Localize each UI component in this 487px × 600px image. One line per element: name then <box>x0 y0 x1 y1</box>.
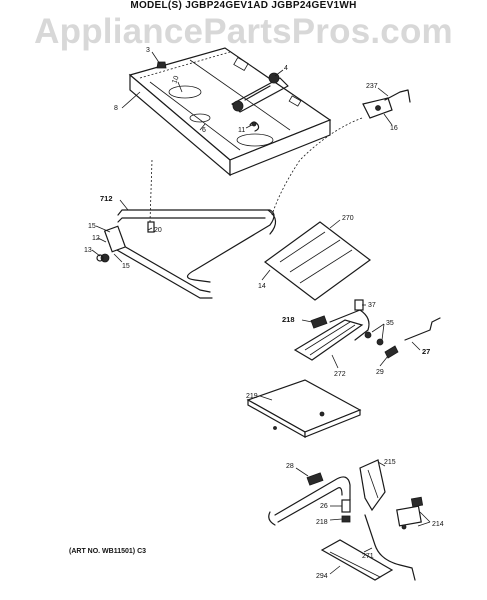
callout-14: 14 <box>258 283 266 290</box>
model-header: MODEL(S) JGBP24GEV1AD JGBP24GEV1WH <box>130 0 357 11</box>
part-271-tube[interactable] <box>364 514 416 581</box>
part-237-lead[interactable] <box>384 89 411 103</box>
part-215-bracket[interactable] <box>359 459 386 512</box>
callout-13: 13 <box>84 247 92 254</box>
callout-3: 3 <box>146 47 150 54</box>
part-35-fittings[interactable] <box>364 331 384 346</box>
callout-218-lower: 218 <box>316 519 328 526</box>
part-27-ignitor[interactable] <box>404 317 441 341</box>
burner-valve-assembly[interactable] <box>231 72 289 113</box>
part-294-drip-tray[interactable] <box>320 539 394 581</box>
callout-218-upper: 218 <box>282 315 295 324</box>
part-3-screw[interactable] <box>156 61 167 69</box>
burner-base-pan[interactable] <box>128 47 332 177</box>
callout-37: 37 <box>368 302 376 309</box>
callout-4: 4 <box>284 65 288 72</box>
art-number: (ART NO. WB11501) C3 <box>69 548 147 555</box>
callout-15-lower: 15 <box>122 263 130 270</box>
callout-11: 11 <box>238 127 245 134</box>
callout-219: 219 <box>246 393 258 400</box>
part-20-orifice[interactable] <box>147 221 155 233</box>
part-37-clip[interactable] <box>354 299 364 311</box>
part-218-orifice-upper[interactable] <box>310 315 328 329</box>
callout-8: 8 <box>114 105 118 112</box>
leader-lines <box>91 51 431 575</box>
callout-712: 712 <box>100 194 113 203</box>
callout-270: 270 <box>342 215 354 222</box>
part-29-bracket[interactable] <box>384 345 399 359</box>
callout-35: 35 <box>386 320 394 327</box>
part-272-broil-burner[interactable] <box>293 309 370 361</box>
bake-burner-tube[interactable] <box>268 476 351 526</box>
part-28-orifice[interactable] <box>306 472 324 486</box>
callout-271: 271 <box>362 553 374 560</box>
callout-237: 237 <box>366 83 378 90</box>
part-218-orifice-lower[interactable] <box>341 515 351 523</box>
callout-12: 12 <box>92 235 100 242</box>
callout-20: 20 <box>154 227 162 234</box>
part-214-safety-valve[interactable] <box>396 496 424 530</box>
callout-6: 6 <box>202 127 206 134</box>
part-11-clip[interactable] <box>249 121 260 132</box>
callout-214: 214 <box>432 521 444 528</box>
callout-26: 26 <box>320 503 328 510</box>
callout-215: 215 <box>384 459 396 466</box>
part-270-shield[interactable] <box>263 221 372 301</box>
callout-29: 29 <box>376 369 384 376</box>
callout-27: 27 <box>422 347 430 356</box>
part-219-baffle[interactable] <box>246 379 362 439</box>
callout-272: 272 <box>334 371 346 378</box>
callout-15-upper: 15 <box>88 223 96 230</box>
callout-294: 294 <box>316 573 328 580</box>
part-13-knob-stem[interactable] <box>96 254 104 262</box>
callout-28: 28 <box>286 463 294 470</box>
callout-16: 16 <box>390 125 398 132</box>
watermark-logo: AppliancePartsPros.com <box>34 12 453 51</box>
part-26-fitting[interactable] <box>341 499 351 513</box>
part-14-manifold-tube[interactable] <box>109 209 277 299</box>
callout-10: 10 <box>171 75 180 85</box>
part-15-valve[interactable] <box>100 225 127 263</box>
part-16-bracket[interactable] <box>362 97 393 119</box>
